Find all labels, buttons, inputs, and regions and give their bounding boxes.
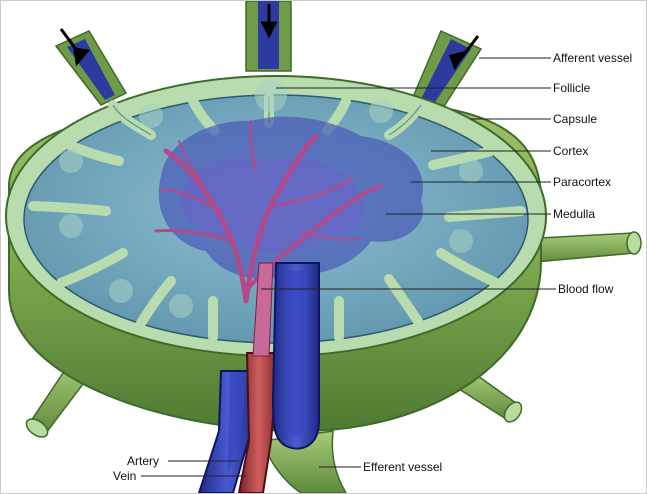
label-capsule: Capsule bbox=[553, 112, 597, 126]
label-vein: Vein bbox=[113, 469, 136, 483]
label-paracortex: Paracortex bbox=[553, 175, 611, 189]
label-follicle: Follicle bbox=[553, 81, 590, 95]
label-cortex: Cortex bbox=[553, 144, 588, 158]
label-medulla: Medulla bbox=[553, 207, 595, 221]
label-afferent-vessel: Afferent vessel bbox=[553, 51, 632, 65]
label-artery: Artery bbox=[127, 454, 159, 468]
label-efferent-vessel: Efferent vessel bbox=[363, 460, 442, 474]
label-blood-flow: Blood flow bbox=[558, 282, 613, 296]
